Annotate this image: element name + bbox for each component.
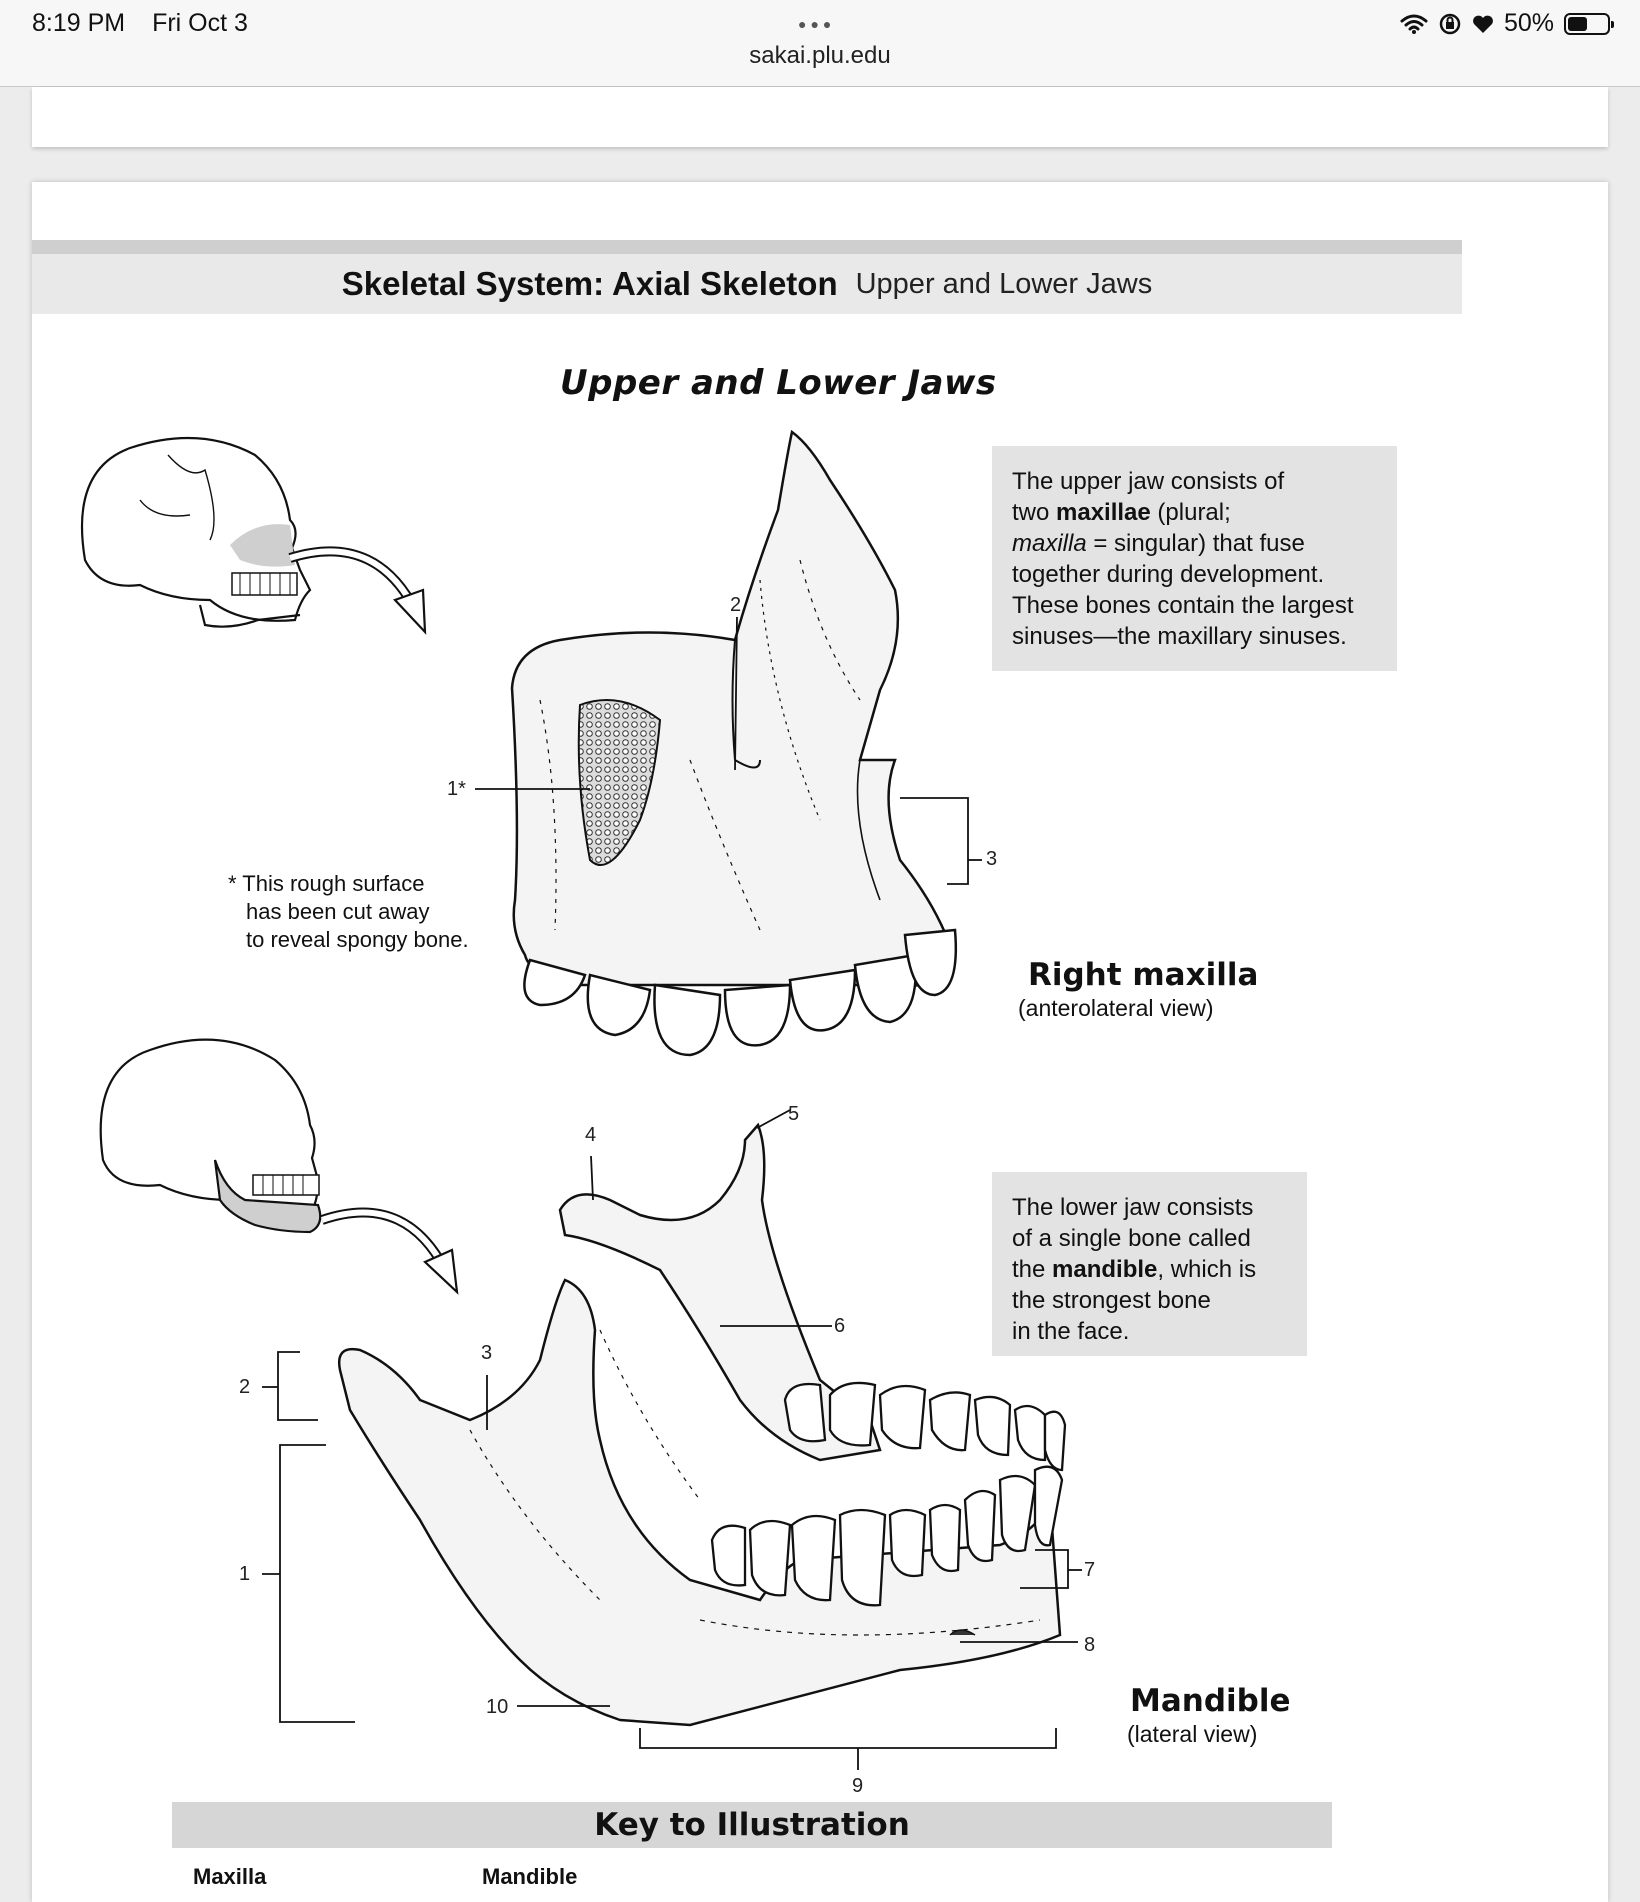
wifi-icon	[1400, 14, 1428, 34]
mandible-callout-line: of a single bone called	[1012, 1225, 1251, 1252]
mandible-label-5: 5	[788, 1103, 800, 1125]
maxilla-callout-line: two maxillae (plural;	[1012, 499, 1231, 526]
maxilla-callout-line: maxilla = singular) that fuse	[1012, 530, 1305, 557]
mandible-teeth-front	[710, 1465, 1064, 1607]
skull-icon-upper	[80, 436, 312, 628]
mandible-callout-line: the strongest bone	[1012, 1287, 1211, 1314]
status-time-date: 8:19 PM Fri Oct 3	[32, 9, 268, 38]
note-line: has been cut away	[246, 899, 430, 924]
maxilla-drawing	[510, 429, 957, 987]
key-column-maxilla: Maxilla	[193, 1864, 267, 1889]
mandible-callout-line: in the face.	[1012, 1318, 1130, 1345]
section-header: Skeletal System: Axial Skeleton Upper an…	[32, 254, 1462, 314]
note-line: * This rough surface	[228, 871, 425, 896]
mandible-caption-subtitle: (lateral view)	[1127, 1721, 1258, 1747]
status-indicators: 50%	[1400, 9, 1614, 38]
mandible-label-9: 9	[852, 1775, 864, 1797]
note-line: to reveal spongy bone.	[246, 927, 469, 952]
spongy-bone-note: * This rough surface has been cut away t…	[228, 870, 469, 954]
battery-icon	[1564, 12, 1614, 35]
maxilla-callout-line: sinuses—the maxillary sinuses.	[1012, 623, 1347, 650]
mandible-drawing	[337, 1122, 1067, 1727]
status-time: 8:19 PM	[32, 9, 126, 37]
maxilla-callout-line: together during development.	[1012, 561, 1325, 588]
maxilla-caption-subtitle: (anterolateral view)	[1018, 995, 1214, 1021]
mandible-label-3: 3	[481, 1342, 493, 1364]
mandible-label-4: 4	[585, 1124, 597, 1146]
mandible-label-2: 2	[239, 1376, 251, 1398]
header-rule	[32, 240, 1462, 254]
skull-icon-lower	[99, 1038, 322, 1234]
key-title: Key to Illustration	[594, 1807, 910, 1843]
maxilla-callout-line: These bones contain the largest	[1012, 592, 1354, 619]
maxilla-leader-lines	[475, 616, 982, 885]
mandible-description-box: The lower jaw consists of a single bone c…	[992, 1172, 1307, 1356]
figure-title: Upper and Lower Jaws	[560, 363, 997, 403]
maxilla-label-2: 2	[730, 594, 742, 616]
battery-percent: 50%	[1503, 9, 1554, 37]
mandible-caption-title: Mandible	[1130, 1683, 1291, 1719]
mandible-label-10: 10	[486, 1696, 509, 1718]
chapter-title: Skeletal System: Axial Skeleton	[341, 265, 838, 302]
address-bar-url[interactable]: sakai.plu.edu	[749, 42, 891, 69]
tab-overview-dots-icon[interactable]: ●●●	[798, 16, 836, 32]
battery-fill	[1568, 16, 1587, 31]
mandible-label-6: 6	[834, 1315, 846, 1337]
mandible-callout-line: the mandible, which is	[1012, 1256, 1257, 1283]
mandible-callout-line: The lower jaw consists	[1012, 1194, 1254, 1221]
maxilla-callout-line: The upper jaw consists of	[1012, 468, 1285, 495]
maxilla-teeth	[523, 928, 957, 1057]
section-title: Upper and Lower Jaws	[855, 267, 1153, 300]
mandible-leader-lines	[262, 1109, 1082, 1770]
maxilla-caption-title: Right maxilla	[1028, 957, 1259, 993]
mandible-label-7: 7	[1084, 1559, 1096, 1581]
mandible-label-8: 8	[1084, 1634, 1096, 1656]
status-date: Fri Oct 3	[152, 9, 248, 37]
orientation-lock-icon	[1439, 13, 1461, 34]
maxilla-label-3: 3	[986, 848, 998, 870]
mandible-label-1: 1	[239, 1563, 251, 1585]
maxilla-description-box: The upper jaw consists of two maxillae (p…	[992, 446, 1397, 671]
key-column-mandible: Mandible	[482, 1864, 578, 1889]
key-header: Key to Illustration	[172, 1802, 1332, 1848]
heart-icon	[1473, 15, 1493, 33]
status-bar: 8:19 PM Fri Oct 3 ●●● sakai.plu.edu 50%	[0, 0, 1640, 87]
previous-page	[32, 87, 1608, 147]
mandible-teeth-back	[783, 1381, 1067, 1472]
maxilla-label-1: 1*	[447, 778, 466, 800]
